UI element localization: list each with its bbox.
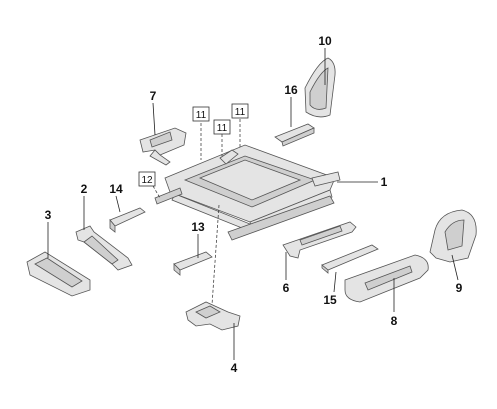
part-14-block: [109, 207, 146, 233]
part-1-seat-frame: [154, 144, 341, 241]
reference-lines: [152, 119, 241, 306]
part-2-bracket-arm: [75, 225, 133, 271]
part-13-block: [173, 251, 213, 276]
part-10-cover: [304, 57, 336, 118]
part-6-side-bracket: [282, 221, 357, 259]
boxed-callout-11b: 11: [213, 119, 231, 135]
part-4-mechanism: [185, 301, 241, 331]
part-15-rail: [321, 244, 379, 274]
callout-16: 16: [284, 83, 298, 97]
callout-1: 1: [381, 175, 388, 189]
callout-10: 10: [318, 34, 332, 48]
boxed-callout-11a-label: 11: [196, 110, 207, 121]
boxed-callout-12-label: 12: [141, 175, 153, 186]
callout-7: 7: [150, 89, 157, 103]
boxed-callout-11c-label: 11: [235, 107, 246, 118]
callout-14: 14: [109, 182, 123, 196]
callout-9: 9: [456, 281, 463, 295]
callout-8: 8: [391, 314, 398, 328]
part-3-trim-cover: [26, 251, 91, 297]
callout-13: 13: [191, 220, 205, 234]
boxed-callout-11b-label: 11: [217, 123, 228, 134]
boxed-callout-12: 12: [138, 171, 156, 187]
part-16-rail: [274, 123, 315, 147]
callout-6: 6: [283, 281, 290, 295]
leader-lines: [47, 48, 459, 360]
callout-15: 15: [323, 293, 337, 307]
part-8-side-trim: [344, 254, 429, 303]
boxed-callout-11a: 11: [192, 106, 210, 122]
callout-3: 3: [45, 208, 52, 222]
callout-4: 4: [231, 361, 238, 375]
part-7-bracket: [139, 127, 187, 166]
boxed-callout-11c: 11: [231, 103, 249, 119]
part-9-side-cover: [429, 209, 477, 263]
callout-2: 2: [81, 182, 88, 196]
